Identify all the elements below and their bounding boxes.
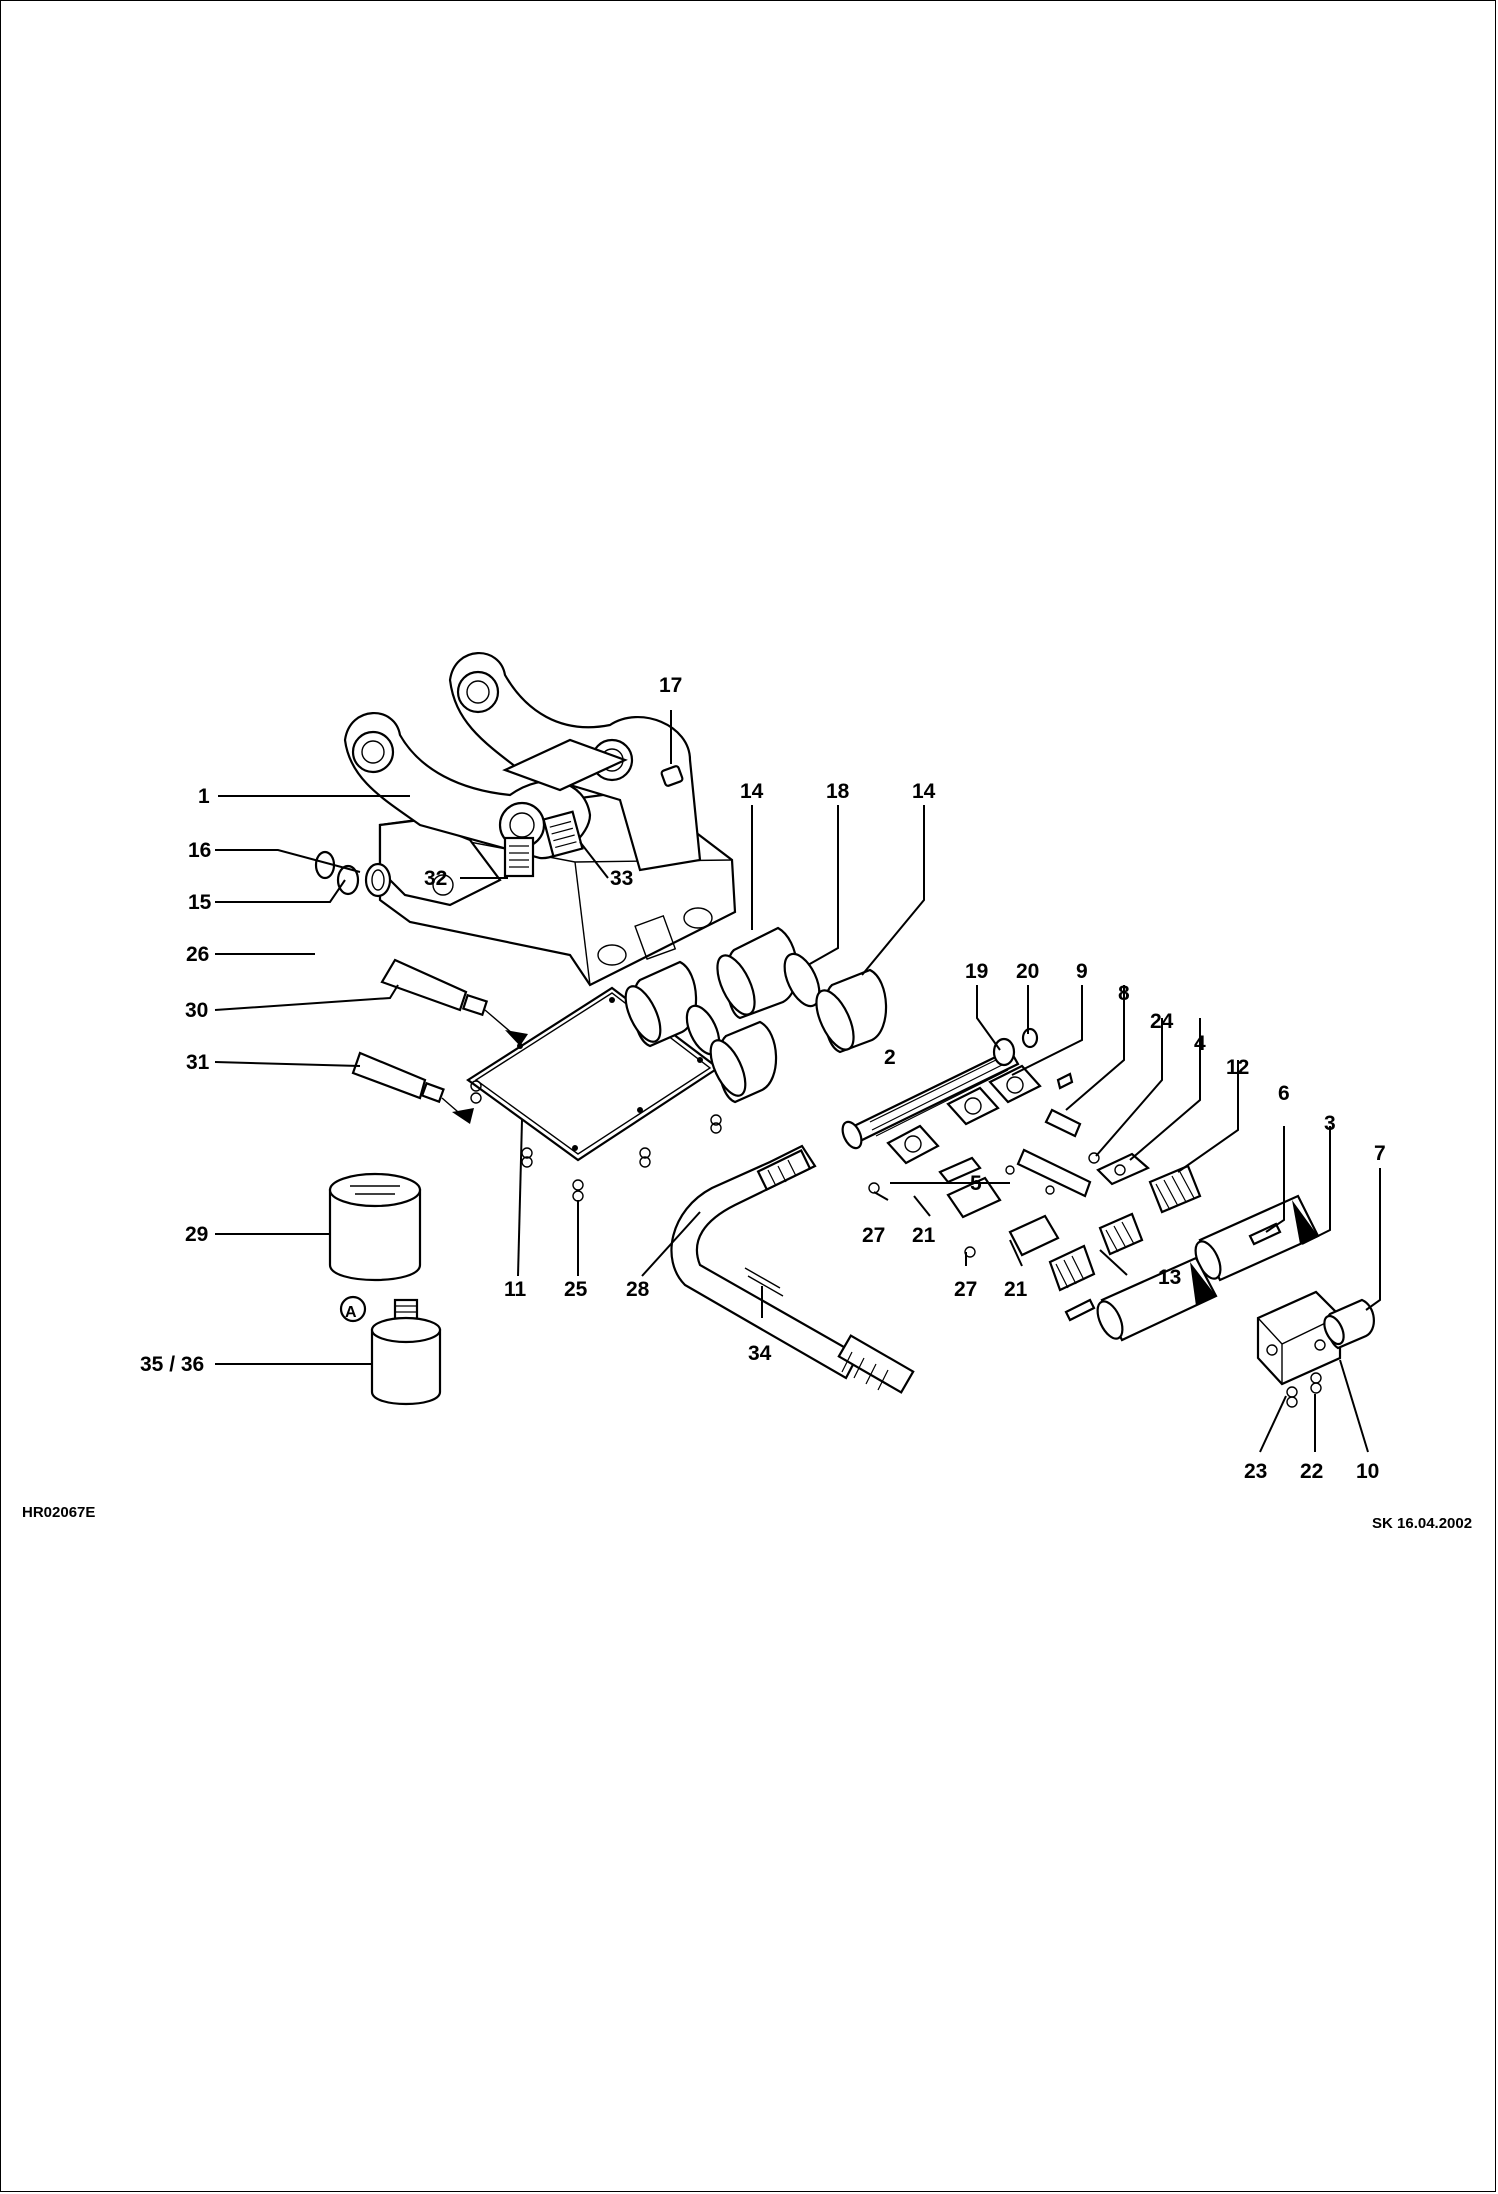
bolt-7 (1323, 1298, 1375, 1350)
lever-28-34 (670, 1144, 915, 1394)
grease-tube-31 (351, 1051, 474, 1124)
locking-mechanism (868, 1064, 1320, 1342)
callout-14-right: 14 (912, 780, 936, 803)
callout-28: 28 (626, 1278, 650, 1301)
callout-9: 9 (1076, 960, 1088, 983)
adapter-35-36 (339, 1295, 442, 1406)
callout-20: 20 (1016, 960, 1039, 983)
callout-12: 12 (1226, 1056, 1249, 1079)
callout-31: 31 (186, 1051, 210, 1074)
callout-14-left: 14 (740, 780, 764, 803)
grease-tube-30 (380, 958, 528, 1046)
callout-4: 4 (1194, 1032, 1206, 1055)
callout-7: 7 (1374, 1142, 1386, 1165)
callout-29: 29 (185, 1223, 208, 1246)
rings-left (314, 850, 392, 898)
callout-circle-a: A (345, 1304, 357, 1321)
callout-5: 5 (970, 1172, 982, 1195)
coupler-body-part (343, 652, 737, 987)
spindle-2 (841, 1027, 1039, 1150)
callout-11: 11 (504, 1278, 527, 1301)
callout-18: 18 (826, 780, 850, 803)
callout-8: 8 (1118, 982, 1130, 1005)
callout-6: 6 (1278, 1082, 1290, 1105)
callout-32: 32 (424, 867, 447, 890)
sleeve-29 (328, 1172, 422, 1282)
callout-numbers: 1 16 15 26 30 31 29 35 / 36 17 14 18 14 … (140, 674, 1386, 1483)
screws-22-23 (1286, 1372, 1322, 1408)
callout-15: 15 (188, 891, 212, 914)
callout-3: 3 (1324, 1112, 1336, 1135)
callout-21-upper: 21 (912, 1224, 936, 1247)
callout-35-36: 35 / 36 (140, 1353, 204, 1376)
callout-34: 34 (748, 1342, 772, 1365)
callout-27-upper: 27 (862, 1224, 885, 1247)
callout-21-lower: 21 (1004, 1278, 1028, 1301)
callout-23: 23 (1244, 1460, 1267, 1483)
drawing-id: HR02067E (22, 1504, 95, 1521)
callout-24: 24 (1150, 1010, 1174, 1033)
callout-22: 22 (1300, 1460, 1323, 1483)
callout-13: 13 (1158, 1266, 1181, 1289)
callout-26: 26 (186, 943, 209, 966)
plug-17 (660, 765, 684, 787)
callout-1: 1 (198, 785, 210, 808)
callout-10: 10 (1356, 1460, 1379, 1483)
callout-2: 2 (884, 1046, 896, 1069)
callout-17: 17 (659, 674, 682, 697)
callout-19: 19 (965, 960, 988, 983)
leader-lines (214, 710, 1381, 1453)
bushing-set (624, 926, 888, 1104)
callout-33: 33 (610, 867, 633, 890)
callout-16: 16 (188, 839, 211, 862)
callout-30: 30 (185, 999, 208, 1022)
drawing-stamp: SK 16.04.2002 (1372, 1515, 1472, 1532)
callout-25: 25 (564, 1278, 588, 1301)
bracket-10 (1256, 1290, 1342, 1386)
callout-27-lower: 27 (954, 1278, 977, 1301)
